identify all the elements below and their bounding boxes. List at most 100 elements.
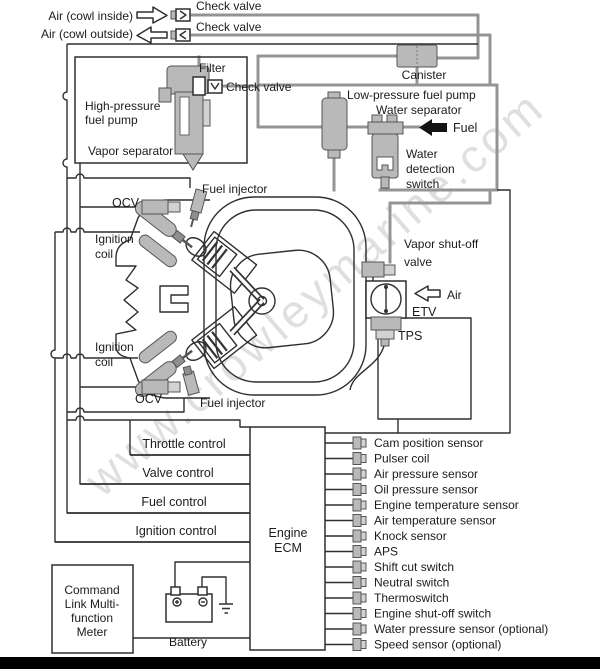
- tps-icon: [370, 316, 402, 347]
- low-pressure-pump-icon: [321, 91, 348, 159]
- svg-text:Oil pressure sensor: Oil pressure sensor: [374, 483, 478, 497]
- label-hp-pump-line2: fuel pump: [85, 113, 138, 127]
- label-ignition-coil-bottom-1: Ignition: [95, 340, 134, 354]
- svg-text:Cam position sensor: Cam position sensor: [374, 436, 483, 450]
- sensor-row: Air pressure sensor: [325, 467, 478, 481]
- control-channels: Throttle control Valve control Fuel cont…: [55, 437, 250, 543]
- svg-text:Air pressure sensor: Air pressure sensor: [374, 467, 478, 481]
- label-meter-line2: Link Multi-: [65, 597, 120, 611]
- high-pressure-pump-icon: [158, 65, 211, 171]
- svg-text:Shift cut switch: Shift cut switch: [374, 560, 454, 574]
- sensor-row: Water pressure sensor (optional): [325, 622, 548, 636]
- canister-icon: [396, 44, 438, 68]
- label-air-cowl-inside: Air (cowl inside): [48, 9, 133, 23]
- label-meter-line3: function: [71, 611, 113, 625]
- tps-wire: [349, 345, 385, 391]
- label-throttle-control: Throttle control: [142, 437, 225, 451]
- sensor-row: APS: [325, 545, 398, 559]
- label-hp-pump-line1: High-pressure: [85, 99, 161, 113]
- label-water-switch-line3: switch: [406, 177, 439, 191]
- bottom-border-bar: [0, 657, 600, 669]
- label-vapor-valve-line2: valve: [404, 255, 432, 269]
- throttle-section: Vapor shut-off valve Air ETV TPS: [349, 237, 479, 420]
- battery-ground-wire: [201, 576, 227, 604]
- block-notch: [159, 285, 189, 313]
- label-vapor-valve-line1: Vapor shut-off: [404, 237, 479, 251]
- label-ignition-control: Ignition control: [135, 524, 216, 538]
- battery-positive-wire: [174, 561, 250, 587]
- etv-throttle-body-icon: [365, 280, 407, 319]
- sensor-row: Oil pressure sensor: [325, 483, 478, 497]
- sensor-list: Cam position sensor Pulser coil Air pres…: [325, 436, 548, 652]
- fuel-vapor-pipes: [189, 13, 499, 264]
- label-meter-line1: Command: [64, 583, 119, 597]
- ecm-box: [249, 426, 326, 651]
- water-separator-icon: [367, 114, 404, 189]
- label-water-separator: Water separator: [376, 103, 462, 117]
- svg-text:Air temperature sensor: Air temperature sensor: [374, 514, 496, 528]
- air-arrow-icon: [414, 285, 441, 302]
- label-air: Air: [447, 288, 462, 302]
- command-link-meter-box: [51, 564, 134, 654]
- plenum-chamber: [229, 249, 335, 349]
- sensor-row: Engine shut-off switch: [325, 607, 491, 621]
- svg-text:APS: APS: [374, 545, 398, 559]
- engine-ecm: Engine ECM: [249, 426, 326, 651]
- engine-cross-section: Fuel injector Fuel injector OCV OCV Igni…: [95, 182, 367, 410]
- sensor-row: Air temperature sensor: [325, 514, 496, 528]
- svg-text:Neutral switch: Neutral switch: [374, 576, 449, 590]
- ocv-upper-icon: [141, 199, 181, 215]
- ground-icon: [219, 603, 233, 614]
- vapor-separator-box: [74, 56, 248, 164]
- label-fuel-injector-bottom: Fuel injector: [200, 396, 265, 410]
- intake-manifold-inner: [215, 209, 355, 383]
- sensor-row: Pulser coil: [325, 452, 429, 466]
- label-check-valve-2: Check valve: [196, 20, 262, 34]
- fuel-injector-upper-icon: [189, 188, 208, 228]
- svg-text:Knock sensor: Knock sensor: [374, 529, 447, 543]
- label-ignition-coil-top-1: Ignition: [95, 232, 134, 246]
- svg-text:Engine shut-off switch: Engine shut-off switch: [374, 607, 491, 621]
- sensor-row: Engine temperature sensor: [325, 498, 519, 512]
- label-ignition-coil-top-2: coil: [95, 247, 113, 261]
- power-section: Command Link Multi- function Meter Batte…: [51, 561, 250, 654]
- check-valve-icon: [170, 8, 191, 22]
- fuel-injector-lower-icon: [182, 365, 200, 396]
- label-ignition-coil-bottom-2: coil: [95, 355, 113, 369]
- label-meter-line4: Meter: [77, 625, 108, 639]
- air-outside-arrow-icon: [136, 26, 168, 44]
- label-filter: Filter: [199, 61, 226, 75]
- sensor-row: Neutral switch: [325, 576, 449, 590]
- filter-icon: [192, 76, 206, 96]
- label-ecm-line2: ECM: [274, 541, 302, 555]
- ocv-lower-icon: [141, 379, 181, 395]
- battery-icon: [165, 586, 213, 623]
- fuel-supply-section: Canister Low-pressure fuel pump Water se…: [321, 44, 477, 191]
- label-canister: Canister: [402, 68, 447, 82]
- label-water-switch-line2: detection: [406, 162, 455, 176]
- svg-text:Engine temperature sensor: Engine temperature sensor: [374, 498, 519, 512]
- label-check-valve-1: Check valve: [196, 0, 262, 13]
- air-intake-section: Air (cowl inside) Air (cowl outside) Che…: [41, 0, 262, 44]
- crankshaft: [248, 287, 276, 315]
- label-check-valve-3: Check valve: [226, 80, 292, 94]
- label-air-cowl-outside: Air (cowl outside): [41, 27, 133, 41]
- svg-text:Water pressure sensor (optiona: Water pressure sensor (optional): [374, 622, 548, 636]
- check-valve-icon: [170, 28, 191, 42]
- check-valve-icon: [207, 79, 223, 94]
- label-vapor-separator: Vapor separator: [88, 144, 173, 158]
- sensor-row: Speed sensor (optional): [325, 638, 501, 652]
- sensor-row: Shift cut switch: [325, 560, 454, 574]
- sensor-row: Knock sensor: [325, 529, 447, 543]
- vapor-shutoff-valve-icon: [361, 261, 396, 278]
- label-fuel: Fuel: [453, 121, 477, 135]
- air-inside-arrow-icon: [136, 6, 168, 24]
- sensor-row: Cam position sensor: [325, 436, 483, 450]
- svg-text:Thermoswitch: Thermoswitch: [374, 591, 449, 605]
- label-fuel-injector-top: Fuel injector: [202, 182, 267, 196]
- label-etv: ETV: [412, 305, 437, 319]
- vapor-separator-assembly: Filter Check valve High-pressure fuel pu…: [74, 56, 292, 171]
- label-valve-control: Valve control: [142, 466, 213, 480]
